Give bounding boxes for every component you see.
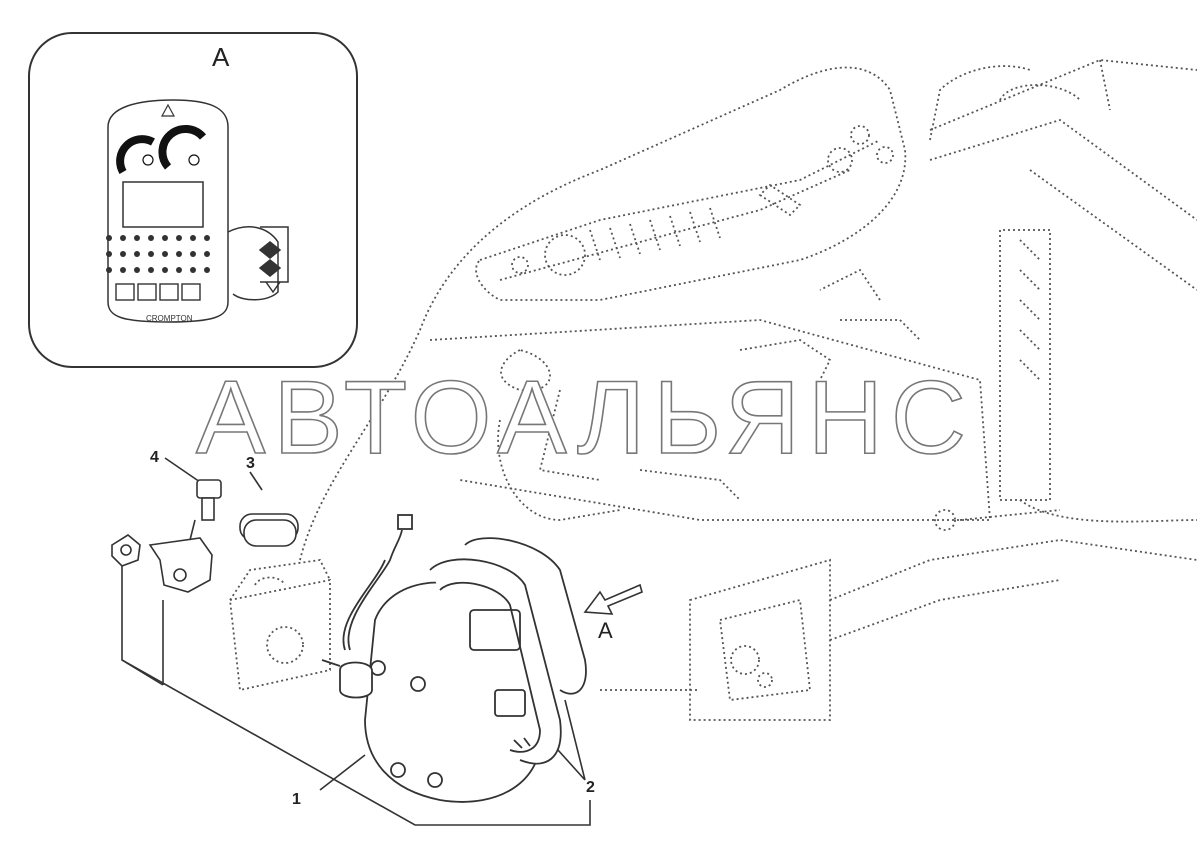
button-icons bbox=[115, 283, 201, 301]
cover-gasket-part bbox=[429, 537, 587, 765]
callout-4: 4 bbox=[150, 449, 159, 466]
view-arrow bbox=[583, 583, 643, 615]
indicator-lamp-icons bbox=[106, 235, 210, 273]
view-arrow-label: A bbox=[598, 618, 613, 643]
gauge-icon bbox=[116, 124, 207, 174]
callout-2: 2 bbox=[586, 779, 595, 796]
display-brand: CROMPTON bbox=[146, 314, 193, 323]
rubber-plug-part bbox=[239, 513, 299, 547]
display-front-view: CROMPTON bbox=[106, 99, 289, 323]
watermark: АВТОАЛЬЯНС bbox=[195, 360, 975, 476]
nut-part bbox=[111, 534, 141, 567]
callout-3: 3 bbox=[246, 455, 255, 472]
inset-view-frame: A bbox=[28, 32, 358, 368]
cab-dashboard-outline bbox=[229, 59, 1197, 721]
bolt-part bbox=[196, 479, 222, 521]
callout-1: 1 bbox=[292, 791, 301, 808]
bracket-part bbox=[148, 519, 213, 593]
inset-label: A bbox=[206, 44, 236, 70]
leader-lines bbox=[121, 457, 591, 826]
warning-triangle-icon bbox=[160, 103, 176, 117]
